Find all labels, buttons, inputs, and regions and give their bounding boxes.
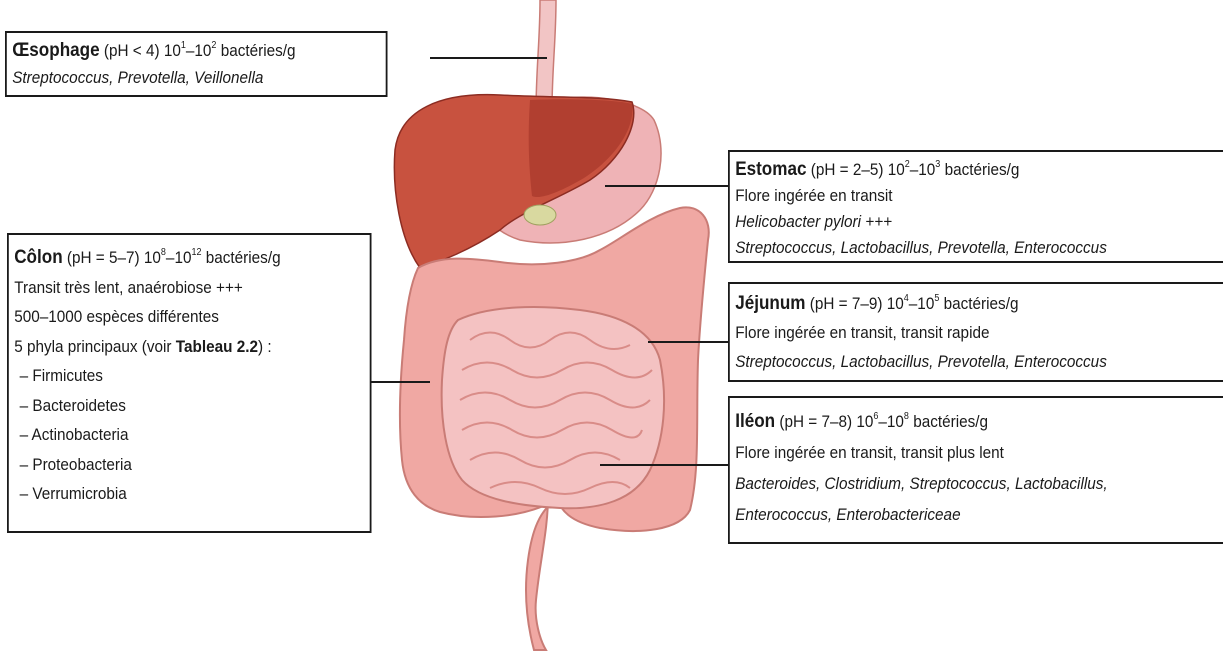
estomac-unit: bactéries/g — [945, 160, 1020, 179]
estomac-count: 102–103 — [888, 160, 941, 179]
esophagus — [536, 0, 556, 112]
jejunum-line: Flore ingérée en transit, transit rapide — [735, 318, 1217, 347]
estomac-callout: Estomac (pH = 2–5) 102–103 bactéries/g F… — [728, 150, 1223, 263]
ileon-unit: bactéries/g — [913, 412, 988, 431]
oesophage-callout: Œsophage (pH < 4) 101–102 bactéries/g St… — [5, 31, 388, 97]
estomac-line: Flore ingérée en transit — [735, 183, 1217, 209]
ileon-count: 106–108 — [856, 412, 909, 431]
jejunum-name: Jéjunum — [735, 293, 805, 314]
ileon-line: Enterococcus, Enterobactericeae — [735, 499, 1217, 530]
ileon-header: Iléon (pH = 7–8) 106–108 bactéries/g — [735, 406, 1217, 437]
estomac-line: Streptococcus, Lactobacillus, Prevotella… — [735, 235, 1217, 261]
colon-table-ref: Tableau 2.2 — [176, 337, 258, 356]
ileon-callout: Iléon (pH = 7–8) 106–108 bactéries/g Flo… — [728, 396, 1223, 544]
jejunum-callout: Jéjunum (pH = 7–9) 104–105 bactéries/g F… — [728, 282, 1223, 382]
jejunum-ph: (pH = 7–9) — [810, 294, 883, 313]
ileon-line: Bacteroides, Clostridium, Streptococcus,… — [735, 468, 1217, 499]
phylum-item: – Bacteroidetes — [14, 391, 364, 421]
phylum-item: – Actinobacteria — [14, 420, 364, 450]
estomac-header: Estomac (pH = 2–5) 102–103 bactéries/g — [735, 157, 1217, 183]
jejunum-header: Jéjunum (pH = 7–9) 104–105 bactéries/g — [735, 289, 1217, 318]
oesophage-count: 101–102 — [164, 41, 217, 60]
oesophage-name: Œsophage — [12, 40, 99, 61]
estomac-name: Estomac — [735, 159, 806, 180]
oesophage-ph: (pH < 4) — [104, 41, 160, 60]
colon-ph: (pH = 5–7) — [67, 248, 140, 267]
colon-callout: Côlon (pH = 5–7) 108–1012 bactéries/g Tr… — [7, 233, 372, 533]
jejunum-line: Streptococcus, Lactobacillus, Prevotella… — [735, 347, 1217, 376]
colon-header: Côlon (pH = 5–7) 108–1012 bactéries/g — [14, 243, 364, 273]
phylum-item: – Verrumicrobia — [14, 479, 364, 509]
colon-unit: bactéries/g — [206, 248, 281, 267]
colon-count: 108–1012 — [144, 248, 202, 267]
colon-line: Transit très lent, anaérobiose +++ — [14, 273, 364, 303]
colon-line: 500–1000 espèces différentes — [14, 302, 364, 332]
jejunum-count: 104–105 — [887, 294, 940, 313]
colon-name: Côlon — [14, 247, 62, 268]
ileon-ph: (pH = 7–8) — [779, 412, 852, 431]
ileon-line: Flore ingérée en transit, transit plus l… — [735, 437, 1217, 468]
estomac-line: Helicobacter pylori +++ — [735, 209, 1217, 235]
oesophage-header: Œsophage (pH < 4) 101–102 bactéries/g — [12, 37, 380, 64]
gallbladder — [524, 205, 556, 225]
colon-phyla-intro: 5 phyla principaux (voir Tableau 2.2) : — [14, 332, 364, 362]
oesophage-line: Streptococcus, Prevotella, Veillonella — [12, 64, 380, 91]
jejunum-unit: bactéries/g — [944, 294, 1019, 313]
oesophage-unit: bactéries/g — [221, 41, 296, 60]
ileon-name: Iléon — [735, 411, 775, 432]
estomac-ph: (pH = 2–5) — [811, 160, 884, 179]
phylum-item: – Firmicutes — [14, 361, 364, 391]
phylum-item: – Proteobacteria — [14, 450, 364, 480]
